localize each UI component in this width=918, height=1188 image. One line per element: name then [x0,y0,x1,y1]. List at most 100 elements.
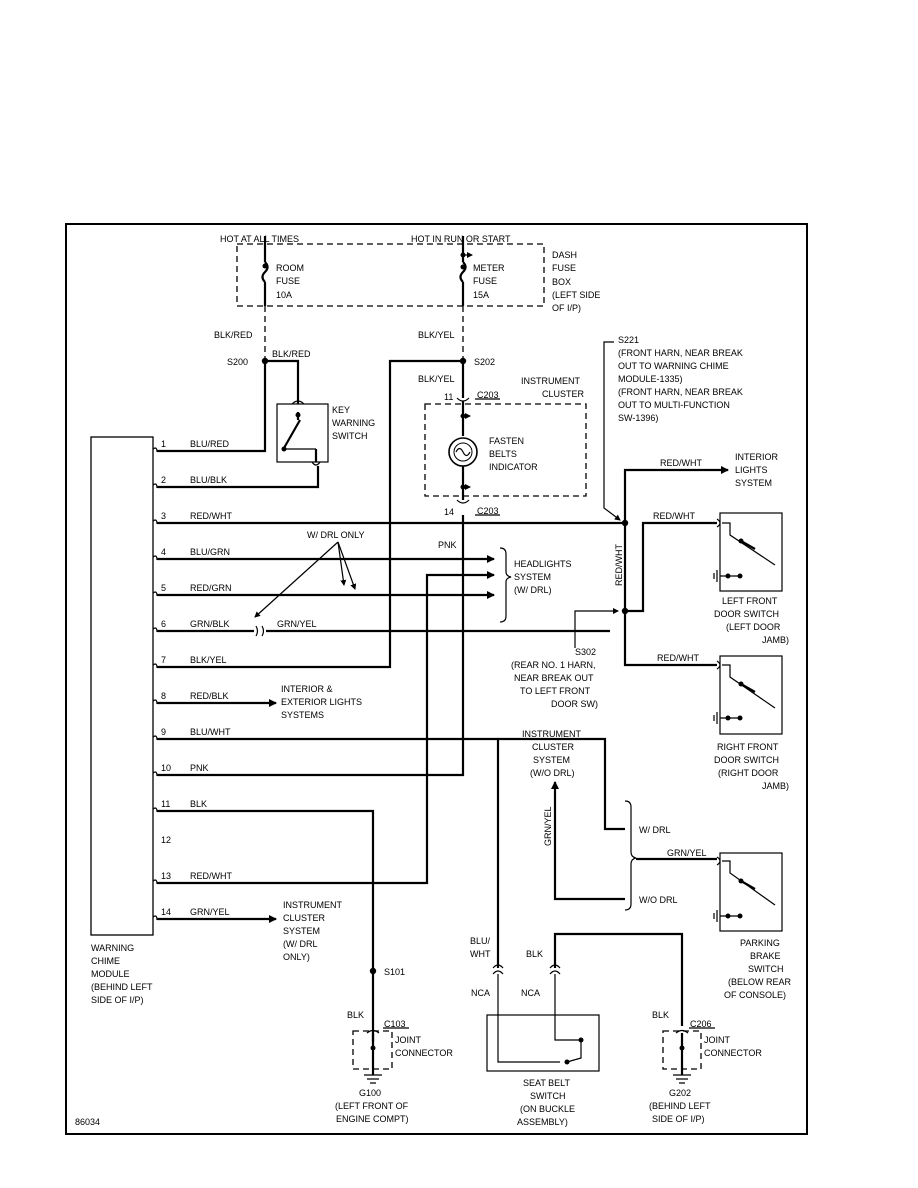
pin-number: 14 [161,907,171,917]
ground-g202: BLK C206 JOINT CONNECTOR G202 (BEHIND LE… [649,1010,762,1124]
wire-label: PNK [438,540,457,550]
dash-fuse-box: HOT AT ALL TIMES HOT IN RUN OR START ROO… [220,234,600,313]
pin-number: 14 [444,507,454,517]
svg-text:DOOR SWITCH: DOOR SWITCH [714,609,779,619]
svg-text:ENGINE COMPT): ENGINE COMPT) [336,1114,409,1124]
svg-text:NEAR BREAK OUT: NEAR BREAK OUT [514,673,594,683]
right-front-door-switch: RIGHT FRONT DOOR SWITCH (RIGHT DOOR JAMB… [713,655,789,791]
splice-s101 [369,967,377,975]
wire-label: BLK/YEL [418,330,455,340]
wire-label: GRN/YEL [277,619,317,629]
pin-number: 6 [161,619,166,629]
diagram-frame [65,223,808,1135]
wire-label: RED/WHT [653,511,695,521]
svg-text:OUT TO MULTI-FUNCTION: OUT TO MULTI-FUNCTION [618,400,730,410]
wire-label: GRN/BLK [190,619,230,629]
svg-text:LIGHTS: LIGHTS [735,465,768,475]
svg-text:(LEFT DOOR: (LEFT DOOR [726,622,781,632]
meter-fuse-label: FUSE [473,276,497,286]
svg-text:G202: G202 [669,1088,691,1098]
wire-label: RED/WHT [190,871,232,881]
wire-label: BLK/RED [214,330,253,340]
wire-label: BLU/ [470,936,491,946]
ground-icon [364,1074,382,1084]
svg-text:OF CONSOLE): OF CONSOLE) [724,990,786,1000]
headlights-system: HEADLIGHTS SYSTEM (W/ DRL) [499,547,572,623]
wire-label: BLK/YEL [190,655,227,665]
instrument-cluster: INSTRUMENT CLUSTER 11 C203 FASTEN BELTS … [424,376,587,517]
indicator-label: FASTEN [489,436,524,446]
splice-label: S101 [384,967,405,977]
pin-number: 9 [161,727,166,737]
wire-label: BLK [652,1010,669,1020]
svg-text:SEAT BELT: SEAT BELT [523,1078,571,1088]
splice-label: S302 [575,647,596,657]
meter-fuse-icon [459,236,467,306]
svg-text:INSTRUMENT: INSTRUMENT [522,729,581,739]
room-fuse-icon [261,236,269,306]
svg-text:SWITCH: SWITCH [530,1091,566,1101]
svg-text:SIDE OF I/P): SIDE OF I/P) [91,995,144,1005]
connector-label: C206 [690,1019,712,1029]
wire-label: GRN/YEL [667,848,707,858]
cluster-label: INSTRUMENT [521,376,580,386]
svg-text:PARKING: PARKING [740,938,780,948]
splice-label: S221 [618,335,639,345]
indicator-label: INDICATOR [489,462,538,472]
svg-text:(BEHIND LEFT: (BEHIND LEFT [649,1101,711,1111]
svg-text:JAMB): JAMB) [762,781,789,791]
svg-text:WARNING: WARNING [91,943,134,953]
svg-text:W/ DRL: W/ DRL [639,825,671,835]
wire-label: RED/BLK [190,691,229,701]
svg-text:(ON BUCKLE: (ON BUCKLE [520,1104,575,1114]
warning-chime-module [90,436,154,936]
wire-label: RED/WHT [660,458,702,468]
wire-label: BLK [347,1010,364,1020]
pin-number: 3 [161,511,166,521]
drl-option-brace: W/ DRL W/O DRL GRN/YEL GRN/YEL INSTRUMEN… [522,729,717,911]
svg-text:(LEFT FRONT OF: (LEFT FRONT OF [335,1101,409,1111]
key-switch-label: WARNING [332,418,375,428]
cluster-label: CLUSTER [542,389,585,399]
hot-in-run-label: HOT IN RUN OR START [411,234,511,244]
hot-at-all-times-label: HOT AT ALL TIMES [220,234,299,244]
svg-text:SYSTEM: SYSTEM [514,572,551,582]
svg-text:G100: G100 [359,1088,381,1098]
pin-number: 13 [161,871,171,881]
svg-text:ASSEMBLY): ASSEMBLY) [517,1117,568,1127]
pin-number: 4 [161,547,166,557]
module-label: WARNING CHIME MODULE (BEHIND LEFT SIDE O… [91,943,153,1005]
svg-text:HEADLIGHTS: HEADLIGHTS [514,559,572,569]
wire-label: BLK [526,949,543,959]
svg-text:(RIGHT DOOR: (RIGHT DOOR [718,768,779,778]
svg-text:INSTRUMENT: INSTRUMENT [283,900,342,910]
interior-exterior-lights: INTERIOR & EXTERIOR LIGHTS SYSTEMS [281,684,362,720]
wire-label: PNK [190,763,209,773]
svg-text:ONLY): ONLY) [283,952,310,962]
wire-blk-red-key [265,359,300,396]
fuse-box-label: BOX [552,277,571,287]
svg-text:(W/ DRL: (W/ DRL [283,939,318,949]
svg-text:DOOR SW): DOOR SW) [551,699,598,709]
pin-number: 7 [161,655,166,665]
wire-label: RED/WHT [614,544,624,586]
figure-id: 86034 [75,1117,100,1127]
svg-text:JAMB): JAMB) [762,635,789,645]
svg-text:MODULE-1335): MODULE-1335) [618,374,683,384]
wire-label: BLK/YEL [418,374,455,384]
svg-text:W/O DRL: W/O DRL [639,895,678,905]
key-switch-label: KEY [332,405,350,415]
connector-label: C203 [477,506,499,516]
wire-label: GRN/YEL [190,907,230,917]
svg-text:SYSTEMS: SYSTEMS [281,710,324,720]
left-front-door-switch: LEFT FRONT DOOR SWITCH (LEFT DOOR JAMB) [713,512,789,645]
svg-text:INTERIOR &: INTERIOR & [281,684,333,694]
svg-text:EXTERIOR LIGHTS: EXTERIOR LIGHTS [281,697,362,707]
svg-text:SYSTEM: SYSTEM [533,755,570,765]
splice-label: S202 [474,357,495,367]
svg-text:TO LEFT FRONT: TO LEFT FRONT [520,686,591,696]
svg-text:(W/ DRL): (W/ DRL) [514,585,552,595]
wire-label: BLU/RED [190,439,230,449]
wire-label: RED/GRN [190,583,232,593]
